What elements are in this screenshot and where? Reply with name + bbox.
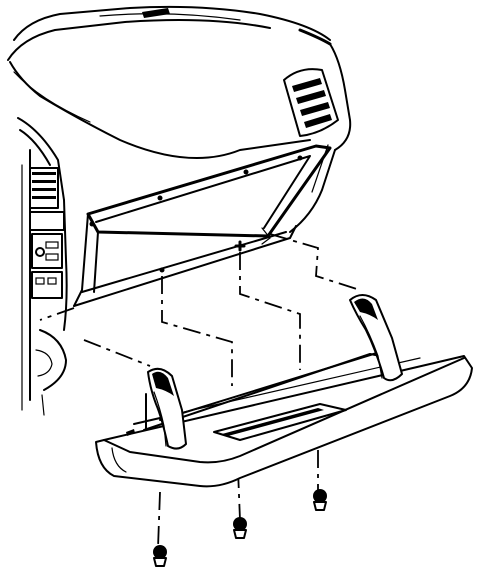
screw-middle <box>233 517 247 539</box>
assembly-guide-lines <box>39 233 361 549</box>
instrument-panel <box>7 5 352 416</box>
glove-box-door <box>95 294 473 488</box>
glovebox-opening <box>73 144 332 307</box>
screw-right <box>313 489 327 511</box>
radio-controls <box>29 211 65 299</box>
screw-left <box>153 545 167 567</box>
right-air-vent <box>283 68 339 137</box>
left-air-vent <box>29 167 59 209</box>
